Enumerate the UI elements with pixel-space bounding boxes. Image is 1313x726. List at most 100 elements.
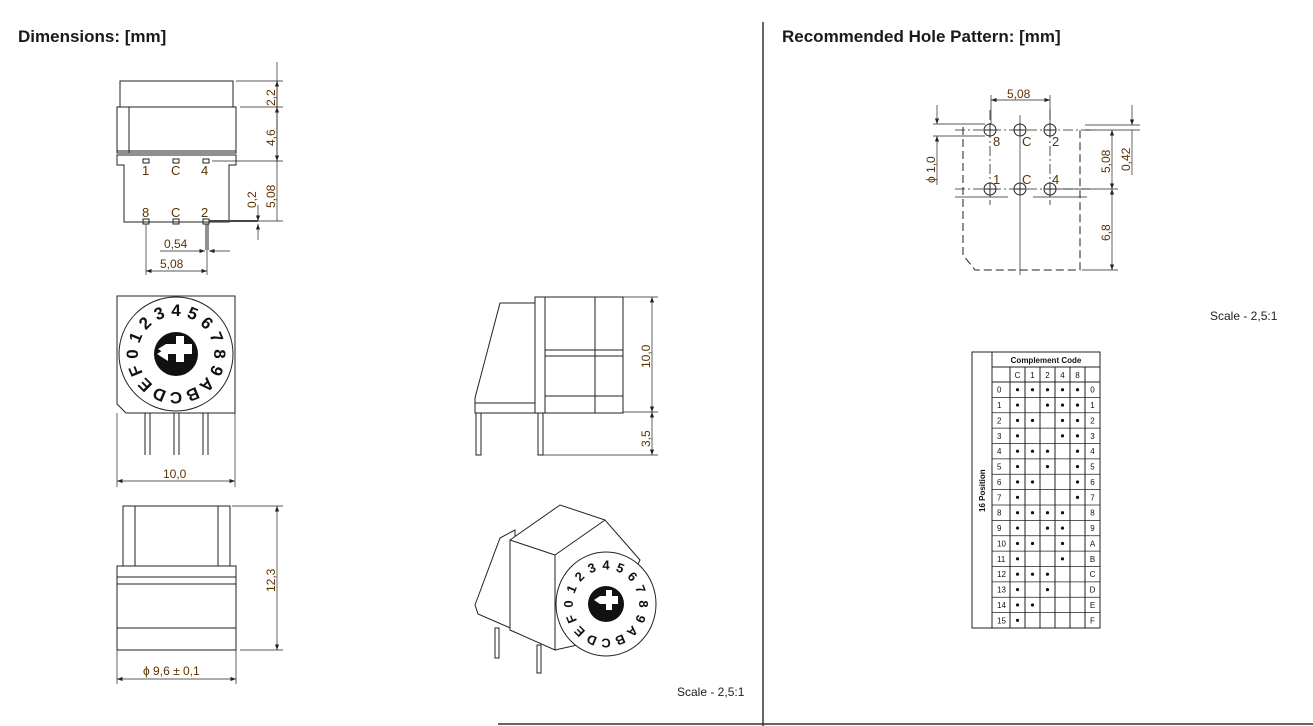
code-dot xyxy=(1075,495,1080,499)
code-dot xyxy=(1045,572,1050,576)
code-dot xyxy=(1030,541,1035,546)
code-cell: 9 xyxy=(1090,524,1095,533)
dial-digit: 3 xyxy=(151,303,167,324)
position-cell: 3 xyxy=(997,432,1002,441)
bottom-view: 12,3 ϕ 9,6 ± 0,1 xyxy=(116,505,283,684)
code-dot xyxy=(1030,480,1035,484)
position-cell: 15 xyxy=(997,616,1006,625)
code-dot xyxy=(1045,587,1050,592)
code-dot xyxy=(1075,388,1080,392)
code-dot xyxy=(1015,603,1020,607)
position-cell: 5 xyxy=(997,463,1002,472)
dial-digit: 5 xyxy=(185,303,201,324)
dial-digit: E xyxy=(134,374,155,395)
right-scale-label: Scale - 2,5:1 xyxy=(1210,309,1278,323)
code-dot xyxy=(1060,541,1065,546)
hole xyxy=(1013,123,1027,137)
dial-digit: 9 xyxy=(206,363,227,379)
dial-digit: 1 xyxy=(125,329,146,345)
code-cell: E xyxy=(1090,601,1095,610)
code-dot xyxy=(1060,403,1065,407)
code-dot xyxy=(1045,388,1050,392)
dial-digit: 8 xyxy=(210,349,229,358)
front-view: 1 C 4 8 C 2 2,2 4,6 5,08 0,2 0,54 5,08 xyxy=(116,62,283,275)
dimensions-title: Dimensions: [mm] xyxy=(18,27,166,46)
hole-label: C xyxy=(1022,134,1031,149)
code-dot xyxy=(1015,418,1020,423)
code-dot xyxy=(1045,449,1050,453)
dim-label: 10,0 xyxy=(639,344,653,368)
dim-label: ϕ 9,6 ± 0,1 xyxy=(143,664,200,678)
code-dot xyxy=(1015,480,1020,484)
code-dot xyxy=(1015,587,1020,592)
code-cell: D xyxy=(1090,586,1096,595)
code-dot xyxy=(1030,418,1035,423)
dim-label: 5,08 xyxy=(264,184,278,208)
hole-pattern: 8 C 2 1 C 4 5,08 ϕ 1,0 5,08 0,42 6,8 xyxy=(924,87,1140,275)
dial-digit: 6 xyxy=(197,313,217,333)
dim-label: 0,42 xyxy=(1119,147,1133,171)
dial-digit: 0 xyxy=(123,349,142,358)
dial-digit: F xyxy=(125,362,147,379)
column-header: 1 xyxy=(1030,371,1035,380)
dim-label: 6,8 xyxy=(1099,224,1113,241)
dim-label: ϕ 1,0 xyxy=(924,156,938,183)
dial-digit: B xyxy=(183,383,202,405)
code-dot xyxy=(1015,464,1020,469)
hole-label: 2 xyxy=(1052,134,1059,149)
position-cell: 9 xyxy=(997,524,1002,533)
dial-digit: 4 xyxy=(602,558,610,573)
column-header: 4 xyxy=(1060,371,1065,380)
position-cell: 8 xyxy=(997,509,1002,518)
dim-label: 2,2 xyxy=(264,89,278,106)
code-dot xyxy=(1015,572,1020,576)
dim-label: 12,3 xyxy=(264,568,278,592)
code-dot xyxy=(1015,618,1020,622)
code-dot xyxy=(1075,449,1080,453)
code-dot xyxy=(1075,434,1080,438)
code-dot xyxy=(1060,388,1065,392)
hole-label: 8 xyxy=(993,134,1000,149)
code-cell: 8 xyxy=(1090,509,1095,518)
code-dot xyxy=(1015,495,1020,499)
side-view: 10,0 3,5 xyxy=(474,296,658,456)
position-cell: 1 xyxy=(997,401,1002,410)
hole-label: 1 xyxy=(993,172,1000,187)
position-cell: 0 xyxy=(997,386,1002,395)
code-dot xyxy=(1015,449,1020,453)
dim-label: 0,54 xyxy=(164,237,188,251)
dial-digit: 8 xyxy=(636,600,651,607)
position-cell: 13 xyxy=(997,586,1006,595)
code-dot xyxy=(1075,403,1080,407)
position-cell: 4 xyxy=(997,447,1002,456)
code-cell: C xyxy=(1090,570,1096,579)
code-dot xyxy=(1060,418,1065,423)
code-dot xyxy=(1045,526,1050,530)
position-cell: 2 xyxy=(997,416,1002,425)
hole xyxy=(983,123,997,137)
code-dot xyxy=(1030,388,1035,392)
position-cell: 10 xyxy=(997,539,1006,548)
code-dot xyxy=(1030,449,1035,453)
code-dot xyxy=(1015,511,1020,515)
code-cell: 1 xyxy=(1090,401,1095,410)
pin-label: 1 xyxy=(142,163,149,178)
code-dot xyxy=(1015,403,1020,407)
code-dot xyxy=(1045,511,1050,515)
column-header: 8 xyxy=(1075,371,1080,380)
code-cell: 4 xyxy=(1090,447,1095,456)
code-dot xyxy=(1060,557,1065,561)
code-dot xyxy=(1060,511,1065,515)
